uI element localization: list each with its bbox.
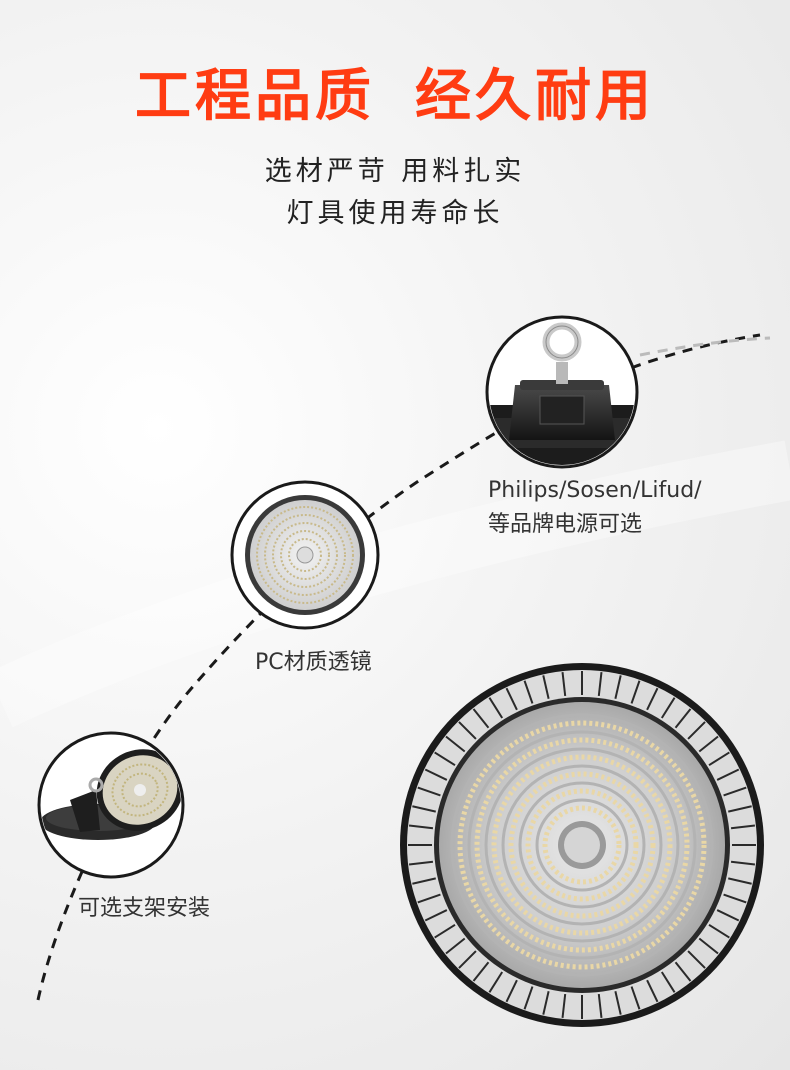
heatsink-fin — [542, 991, 550, 1015]
heatsink-fin — [458, 950, 477, 969]
heatsink-fin — [660, 697, 676, 719]
dashed-connector-fade — [639, 336, 771, 357]
heatsink-fin — [434, 751, 456, 767]
heatsink-fin — [716, 768, 740, 781]
heatsink-fin — [716, 909, 740, 922]
heatsink-fin — [646, 687, 659, 711]
heatsink-fin — [488, 971, 504, 993]
heatsink-fin — [674, 708, 692, 729]
heatsink-fin — [424, 909, 448, 922]
heatsink-fin — [614, 991, 622, 1015]
heatsink-fin — [687, 950, 706, 969]
driver-box-icon — [485, 315, 639, 469]
bracket-caption: 可选支架安装 — [78, 896, 211, 921]
heatsink-fin — [708, 751, 730, 767]
heatsink-fin — [674, 961, 692, 982]
heatsink-fin — [505, 979, 518, 1003]
heatsink-fin — [614, 675, 622, 699]
heatsink-fin — [708, 923, 730, 939]
driver-caption-options: 等品牌电源可选 — [488, 512, 643, 537]
subtitle-line-2: 灯具使用寿命长 — [286, 198, 504, 229]
heatsink-fin — [730, 860, 756, 866]
heatsink-fin — [728, 877, 752, 885]
heatsink-fin — [408, 860, 434, 866]
heatsink-fin — [723, 893, 747, 904]
heatsink-fin — [723, 786, 747, 797]
heatsink-fin — [408, 824, 434, 830]
heatsink-fin — [660, 971, 676, 993]
heatsink-fin — [646, 979, 659, 1003]
heatsink-fin — [445, 937, 466, 955]
heatsink-fin — [434, 923, 456, 939]
heatsink-fin — [630, 986, 641, 1010]
heatsink-fin — [561, 993, 567, 1019]
heatsink-fin — [561, 671, 567, 697]
heatsink-fin — [728, 805, 752, 813]
highbay-lamp-image — [400, 663, 764, 1027]
heatsink-fin — [523, 680, 534, 704]
heatsink-fin — [417, 893, 441, 904]
heatsink-fin — [597, 993, 603, 1019]
heatsink-fin — [523, 986, 534, 1010]
driver-caption-brands: Philips/Sosen/Lifud/ — [488, 478, 702, 503]
subtitle-line-1: 选材严苛 用料扎实 — [264, 156, 526, 187]
heatsink-fin — [458, 721, 477, 740]
heatsink-fin — [472, 961, 490, 982]
heatsink-fin — [630, 680, 641, 704]
heatsink-fin — [417, 786, 441, 797]
headline-left: 工程品质 — [135, 64, 375, 129]
heatsink-fin — [698, 735, 719, 753]
heatsink-fin — [505, 687, 518, 711]
heatsink-fin — [488, 697, 504, 719]
heatsink-fin — [730, 824, 756, 830]
heatsink-fin — [424, 768, 448, 781]
lens-icon — [230, 480, 380, 630]
headline: 工程品质经久耐用 — [0, 62, 790, 132]
heatsink-fin — [472, 708, 490, 729]
heatsink-fin — [412, 805, 436, 813]
heatsink-fin — [412, 877, 436, 885]
headline-right: 经久耐用 — [415, 64, 655, 129]
heatsink-fin — [597, 671, 603, 697]
heatsink-fin — [687, 721, 706, 740]
heatsink-fin — [698, 937, 719, 955]
heatsink-fin — [542, 675, 550, 699]
lens-caption: PC材质透镜 — [255, 650, 372, 675]
bracket-lamp-icon — [37, 731, 185, 879]
heatsink-fin — [445, 735, 466, 753]
